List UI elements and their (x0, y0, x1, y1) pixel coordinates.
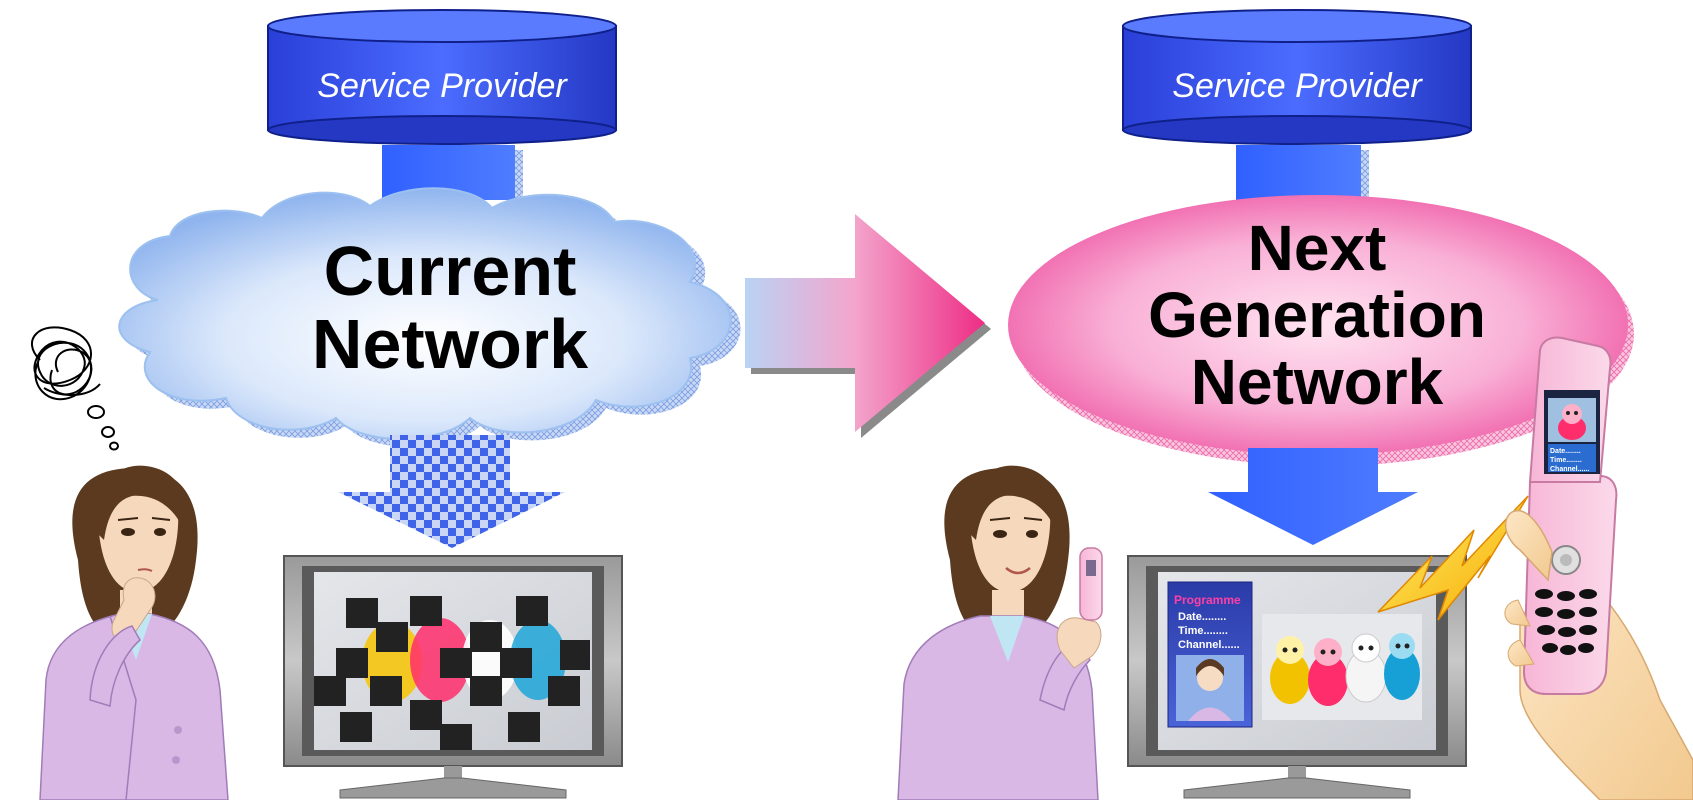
clear-delivery-arrow (1208, 448, 1418, 545)
confusion-thought-scribble (30, 326, 119, 451)
guide-date: Date........ (1178, 611, 1226, 623)
ngn-title-line1: Next (1248, 212, 1387, 284)
guide-title: Programme (1174, 593, 1241, 607)
phone-date: Date........ (1550, 448, 1581, 455)
right-television: Programme Date........ Time........ Chan… (1127, 555, 1467, 799)
current-network-cloud: Current Network (118, 187, 741, 447)
next-generation-network-ellipse: Next Generation Network (1008, 195, 1634, 466)
small-mobile-phone (1079, 547, 1103, 621)
right-provider-label: Service Provider (1172, 67, 1423, 105)
phone-time: Time........ (1550, 457, 1582, 464)
clear-toy-image (1262, 614, 1422, 720)
right-connector-shadow (1361, 150, 1369, 200)
degraded-delivery-arrow (338, 435, 565, 548)
ngn-title-line3: Network (1191, 346, 1444, 418)
current-network-title-line2: Network (312, 305, 588, 383)
transition-arrow (745, 214, 991, 438)
left-television (283, 555, 623, 799)
confused-woman (39, 465, 229, 800)
left-connector-shadow (515, 150, 523, 200)
right-provider-connector (1236, 145, 1361, 200)
phone-channel: Channel...... (1550, 466, 1589, 473)
hand-holding-flip-phone: Date........ Time........ Channel...... (1504, 336, 1693, 800)
current-network-title-line1: Current (324, 232, 577, 310)
smiling-woman-with-phone (897, 465, 1103, 800)
guide-channel: Channel...... (1178, 639, 1240, 651)
right-service-provider: Service Provider (1122, 9, 1472, 145)
wireless-signal-bolt (1377, 495, 1529, 621)
ngn-title-line2: Generation (1148, 279, 1486, 351)
corrupted-image-blocks (314, 596, 590, 750)
left-provider-label: Service Provider (317, 67, 568, 105)
guide-time: Time........ (1178, 625, 1228, 637)
left-service-provider: Service Provider (267, 9, 617, 145)
